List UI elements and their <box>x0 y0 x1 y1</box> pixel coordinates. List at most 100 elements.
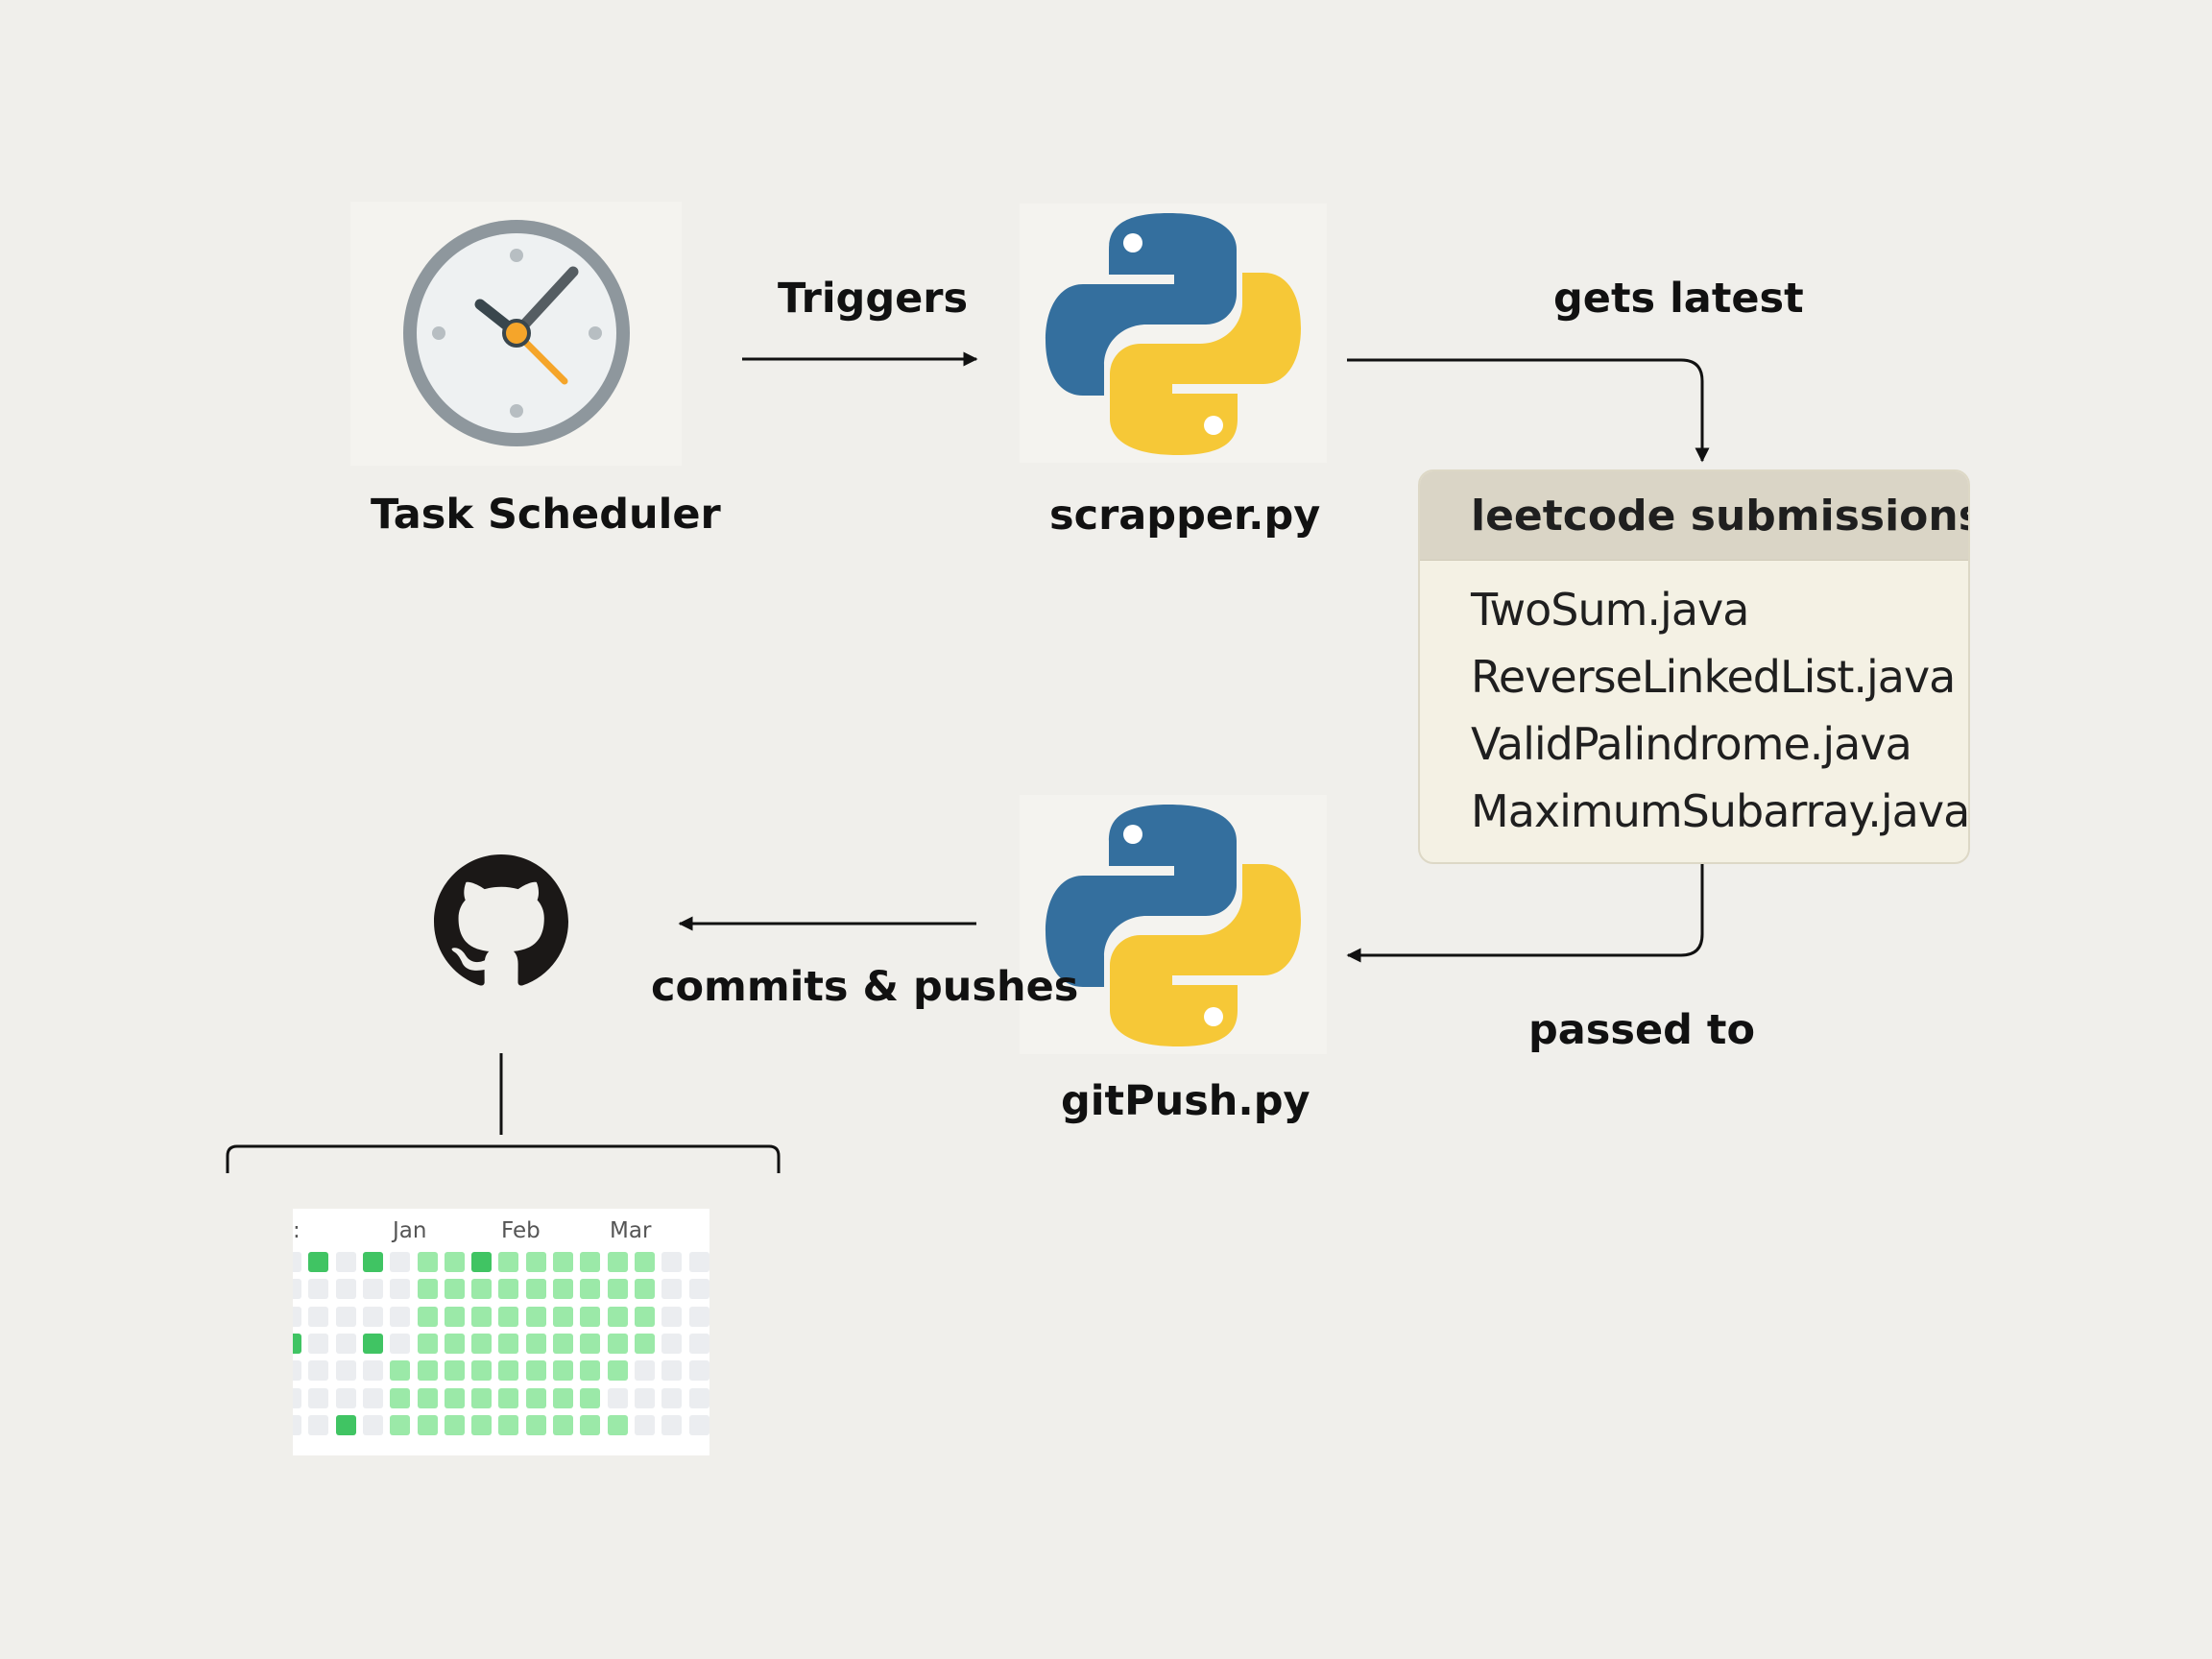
contribution-cell <box>335 1333 356 1354</box>
contribution-cell <box>362 1252 383 1272</box>
contribution-cell <box>308 1306 329 1327</box>
contribution-cell <box>580 1279 601 1300</box>
contribution-cell <box>688 1306 709 1327</box>
github-logo-icon <box>434 854 568 986</box>
submission-list: TwoSum.java ReverseLinkedList.java Valid… <box>1420 561 1968 845</box>
contribution-cell <box>335 1252 356 1272</box>
contribution-cell <box>335 1360 356 1382</box>
leetcode-submissions-card: leetcode submissions TwoSum.java Reverse… <box>1418 469 1970 864</box>
contribution-cell <box>580 1414 601 1435</box>
contribution-cell <box>634 1279 655 1300</box>
contribution-cell <box>471 1252 493 1272</box>
contribution-cell <box>634 1360 655 1382</box>
contribution-cell <box>293 1279 301 1300</box>
contribution-graph: : Jan Feb Mar <box>293 1209 709 1455</box>
card-header: leetcode submissions <box>1420 471 1968 561</box>
submission-file: TwoSum.java <box>1471 584 1749 636</box>
contribution-cell <box>335 1387 356 1408</box>
contribution-cell <box>417 1306 438 1327</box>
contribution-cell <box>498 1306 519 1327</box>
submission-file: MaximumSubarray.java <box>1471 785 1970 837</box>
clock-icon <box>350 202 682 466</box>
contribution-cell <box>417 1360 438 1382</box>
contribution-cell <box>362 1306 383 1327</box>
contribution-cell <box>471 1387 493 1408</box>
contribution-cell <box>525 1306 546 1327</box>
contribution-cell <box>471 1333 493 1354</box>
contribution-cell <box>308 1279 329 1300</box>
contribution-cell <box>634 1306 655 1327</box>
contribution-cell <box>688 1387 709 1408</box>
month-label: : <box>293 1218 301 1243</box>
task-scheduler-label: Task Scheduler <box>371 491 721 539</box>
contribution-cell <box>661 1279 683 1300</box>
contribution-cell <box>688 1279 709 1300</box>
contribution-cell <box>335 1414 356 1435</box>
contribution-cell <box>634 1333 655 1354</box>
contribution-cell <box>553 1306 573 1327</box>
contribution-cell <box>293 1306 301 1327</box>
contribution-cell <box>553 1360 573 1382</box>
month-label: Feb <box>501 1218 541 1243</box>
contribution-cell <box>661 1333 683 1354</box>
contribution-cell <box>661 1252 683 1272</box>
contribution-bracket <box>226 1144 781 1173</box>
contribution-cell <box>293 1333 301 1354</box>
contribution-cell <box>390 1360 411 1382</box>
contribution-cell <box>525 1360 546 1382</box>
contribution-cell <box>688 1414 709 1435</box>
contribution-cell <box>607 1333 628 1354</box>
contribution-cell <box>444 1360 465 1382</box>
passed-to-label: passed to <box>1528 1006 1755 1054</box>
contribution-cell <box>390 1252 411 1272</box>
contribution-cell <box>444 1252 465 1272</box>
contribution-cell <box>444 1333 465 1354</box>
contribution-cell <box>417 1279 438 1300</box>
contribution-cell <box>580 1387 601 1408</box>
contribution-cell <box>390 1414 411 1435</box>
gets-latest-arrow <box>1347 358 1710 463</box>
contribution-cell <box>362 1333 383 1354</box>
contribution-cell <box>553 1252 573 1272</box>
contribution-cell <box>417 1387 438 1408</box>
contribution-cell <box>417 1414 438 1435</box>
contribution-cell <box>471 1414 493 1435</box>
triggers-label: Triggers <box>778 275 969 323</box>
contribution-cell <box>688 1252 709 1272</box>
contribution-cell <box>362 1279 383 1300</box>
contribution-cell <box>688 1360 709 1382</box>
contribution-cell <box>607 1279 628 1300</box>
contribution-cell <box>308 1333 329 1354</box>
month-label: Mar <box>610 1218 652 1243</box>
scrapper-label: scrapper.py <box>1049 492 1321 540</box>
contribution-cell <box>362 1360 383 1382</box>
contribution-cell <box>525 1414 546 1435</box>
contribution-cell <box>444 1279 465 1300</box>
contribution-cell <box>308 1387 329 1408</box>
contribution-cell <box>498 1279 519 1300</box>
contribution-cell <box>308 1414 329 1435</box>
python-logo-icon <box>1020 204 1327 463</box>
contribution-cell <box>553 1414 573 1435</box>
contribution-cell <box>498 1252 519 1272</box>
contribution-cell <box>634 1387 655 1408</box>
month-label: Jan <box>393 1218 427 1243</box>
python-logo-icon <box>1020 795 1327 1054</box>
contribution-cell <box>471 1360 493 1382</box>
contribution-cell <box>390 1387 411 1408</box>
submission-file: ValidPalindrome.java <box>1471 718 1912 770</box>
contribution-cell <box>498 1414 519 1435</box>
submission-file: ReverseLinkedList.java <box>1471 651 1956 703</box>
gets-latest-label: gets latest <box>1553 275 1804 323</box>
contribution-cell <box>390 1306 411 1327</box>
contribution-cell <box>390 1279 411 1300</box>
contribution-cell <box>444 1306 465 1327</box>
contribution-cell <box>390 1333 411 1354</box>
contribution-cell <box>525 1279 546 1300</box>
gitpush-label: gitPush.py <box>1061 1077 1310 1125</box>
contribution-cell <box>308 1360 329 1382</box>
contribution-cell <box>444 1387 465 1408</box>
contribution-cell <box>553 1387 573 1408</box>
contribution-cell <box>634 1252 655 1272</box>
